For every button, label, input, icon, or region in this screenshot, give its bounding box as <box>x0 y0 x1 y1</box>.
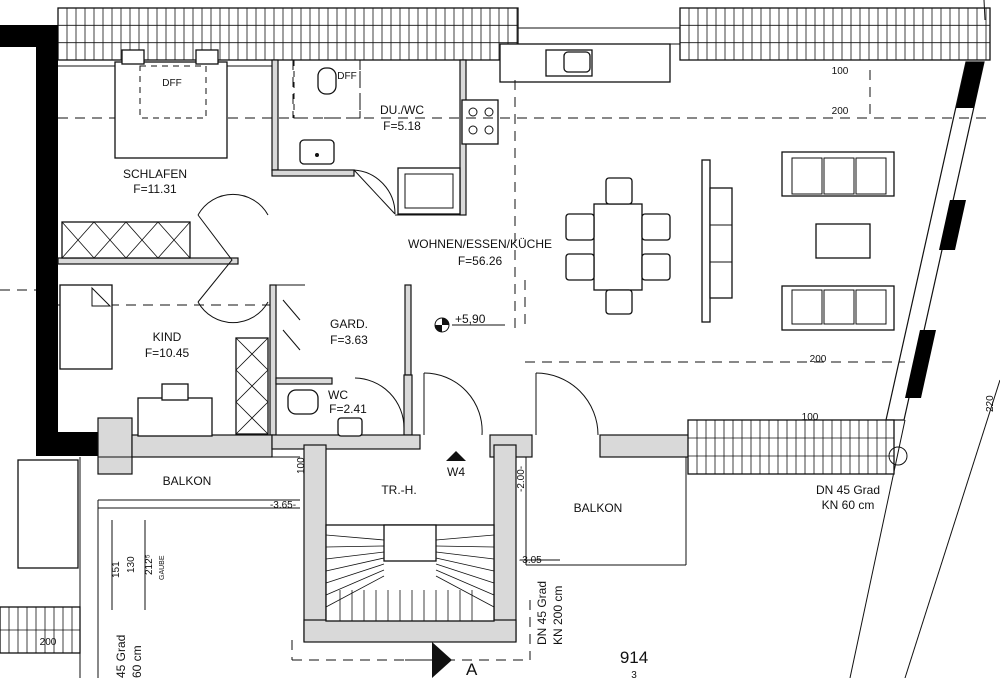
kitchen-fixtures <box>468 49 593 135</box>
shelf-kind <box>235 337 269 435</box>
wc-fixtures <box>287 389 363 437</box>
room-balkon-left-name: BALKON <box>163 474 212 488</box>
plot-sub: 3 <box>631 670 637 678</box>
room-gard-name: GARD. <box>330 317 368 331</box>
heavy-wall-bottom-left <box>36 432 102 456</box>
dining-table <box>565 177 671 315</box>
sofa-top <box>781 151 895 197</box>
room-kind-area: F=10.45 <box>145 346 190 360</box>
dim-220: 220 <box>985 395 996 412</box>
room-du-wc-area: F=5.18 <box>383 119 421 133</box>
bed-kind <box>59 284 113 370</box>
dimension-lines <box>98 507 560 610</box>
dim-100-right: 100 <box>802 412 819 423</box>
heavy-wall-left <box>36 25 58 455</box>
room-balkon-right-name: BALKON <box>574 501 623 515</box>
gaube-label: GAUBE <box>159 555 166 580</box>
room-wc-area: F=2.41 <box>329 402 367 416</box>
dim-100-v: 100 <box>296 457 307 474</box>
roof-note-left-2: 60 cm <box>130 645 144 678</box>
bed-schlafen <box>114 49 228 159</box>
room-wohnen-name: WOHNEN/ESSEN/KÜCHE <box>408 237 552 251</box>
roof-edge-mid <box>517 27 681 45</box>
roof-note-left-1: 45 Grad <box>114 635 128 678</box>
roof-note-stair-1: DN 45 Grad <box>535 581 549 645</box>
wardrobe-schlafen <box>61 221 191 259</box>
dff-label-1: DFF <box>162 78 181 89</box>
dim-200-mid: 200 <box>810 354 827 365</box>
room-schlafen-name: SCHLAFEN <box>123 167 187 181</box>
dim-100-top: 100 <box>832 66 849 77</box>
level-marker <box>434 317 505 333</box>
bath-fixtures <box>293 59 461 215</box>
dff-label-2: DFF <box>337 71 356 82</box>
roof-note-right-2: KN 60 cm <box>822 498 875 512</box>
room-wc-name: WC <box>328 388 348 402</box>
doors <box>197 169 599 436</box>
dim-200-low: 200 <box>40 637 57 648</box>
interior-walls <box>0 43 895 678</box>
dim-130: 130 <box>126 556 137 573</box>
coffee-table <box>815 223 871 259</box>
section-mark-a <box>405 642 452 678</box>
sideboard <box>701 159 733 323</box>
room-kind-name: KIND <box>153 330 182 344</box>
dim-200-v: -2.00- <box>516 466 527 492</box>
room-schlafen-area: F=11.31 <box>133 182 177 196</box>
room-gard-area: F=3.63 <box>330 333 368 347</box>
room-du-wc-name: DU./WC <box>380 103 424 117</box>
room-wohnen-area: F=56.26 <box>458 254 503 268</box>
roof-note-stair-2: KN 200 cm <box>551 586 565 645</box>
gable-wall-right <box>849 0 1000 678</box>
desk-kind <box>137 383 213 437</box>
w4-label: W4 <box>447 465 465 479</box>
section-label-a: A <box>466 660 478 678</box>
downpipe <box>888 446 908 466</box>
roof-band-top-right <box>679 7 991 61</box>
level-label: +5,90 <box>455 312 486 326</box>
plot-number: 914 <box>620 648 648 667</box>
sofa-bottom <box>781 285 895 331</box>
dim-200-top: 200 <box>832 106 849 117</box>
w4-marker <box>446 451 466 461</box>
roof-note-right-1: DN 45 Grad <box>816 483 880 497</box>
dim-365: -3.65- <box>270 500 296 511</box>
staircase <box>325 524 495 622</box>
dim-151: 151 <box>111 561 122 578</box>
dim-212: 212⁵ <box>144 554 155 575</box>
heavy-wall-top-left <box>0 25 40 47</box>
room-treppenhaus-name: TR.-H. <box>381 483 416 497</box>
